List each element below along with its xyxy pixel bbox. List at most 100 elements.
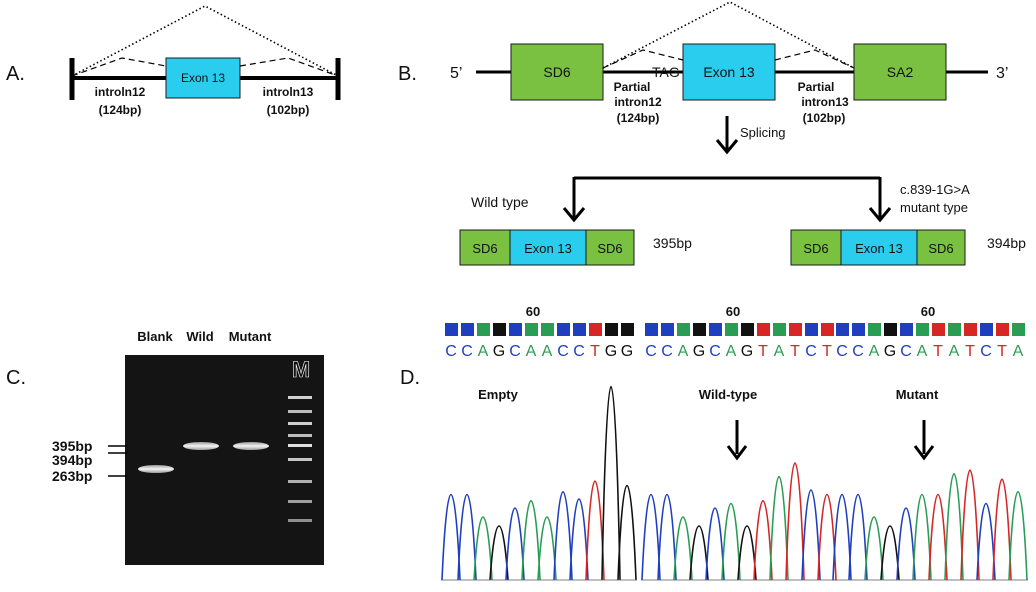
- chromatogram-peak: [992, 478, 1012, 581]
- wild-sd6-right-label: SD6: [597, 241, 622, 256]
- splice-arc-dotted-b: [602, 1, 855, 69]
- base-letter: A: [526, 343, 537, 360]
- splice-arc-dashed-right-a: [239, 57, 339, 77]
- base-letter: T: [790, 343, 800, 360]
- base-color-square: [996, 323, 1009, 336]
- base-letter: A: [869, 343, 880, 360]
- chromatogram-peak: [928, 493, 948, 581]
- chromatogram-peak: [473, 516, 493, 581]
- sd6-label: SD6: [543, 64, 570, 80]
- band-263bp-blank: [138, 465, 174, 473]
- chromatogram-peak: [457, 493, 477, 581]
- chromatogram-peak: [585, 480, 605, 581]
- chromatogram-peak: [864, 516, 884, 581]
- wild-exon13-label: Exon 13: [524, 241, 572, 256]
- base-letter: T: [997, 343, 1007, 360]
- base-color-square: [836, 323, 849, 336]
- chromatogram-peak: [976, 503, 996, 581]
- base-color-square: [557, 323, 570, 336]
- base-letter: C: [557, 343, 569, 360]
- base-letter: A: [774, 343, 785, 360]
- partial-intron12-size: (124bp): [617, 111, 660, 125]
- base-color-square: [884, 323, 897, 336]
- base-letter: T: [590, 343, 600, 360]
- lane-label-wild: Wild: [186, 329, 213, 344]
- wild-sd6-left-box: [459, 229, 511, 266]
- base-color-square: [948, 323, 961, 336]
- size-label-394bp: 394bp: [52, 452, 92, 468]
- base-color-square: [725, 323, 738, 336]
- mutation-arrow-mutant-head: [913, 445, 935, 461]
- chromatogram-peak: [657, 493, 677, 581]
- base-letter: A: [726, 343, 737, 360]
- chromatogram-trace: [641, 462, 837, 581]
- panel-c: C. Blank Wild Mutant M 395bp 394bp 263bp: [6, 329, 324, 565]
- base-color-square: [741, 323, 754, 336]
- size-label-263bp: 263bp: [52, 468, 92, 484]
- mutant-sd6-left-box: [790, 229, 842, 266]
- base-letter: A: [1013, 343, 1024, 360]
- sd6-box: [510, 43, 604, 101]
- chromatogram-peak: [617, 485, 637, 581]
- base-color-square: [900, 323, 913, 336]
- splicing-arrow-head: [715, 139, 739, 155]
- ladder-band: [288, 434, 312, 437]
- chromatogram-trace: [441, 386, 637, 581]
- ladder-band: [288, 444, 312, 447]
- base-color-square: [757, 323, 770, 336]
- mutant-branch-arrowhead: [868, 207, 892, 223]
- panel-label-d: D.: [400, 367, 420, 389]
- splice-arc-dashed-right-b: [774, 49, 855, 69]
- position-label-wild: 60: [726, 304, 740, 319]
- trace-label-wild: Wild-type: [699, 387, 757, 402]
- base-color-square: [964, 323, 977, 336]
- splicing-label: Splicing: [740, 125, 786, 140]
- partial-intron13-line2: intron13: [801, 95, 849, 109]
- ladder-band: [288, 500, 312, 503]
- intron13-size-a: (102bp): [267, 103, 310, 117]
- lane-label-mutant: Mutant: [229, 329, 272, 344]
- band-395bp-wild: [183, 442, 219, 450]
- panel-b: B. 5’ 3’ SD6 Exon 13 SA2 TAG Partial int…: [398, 1, 1026, 266]
- chromatogram-peak: [944, 472, 964, 581]
- exon-13-label-b: Exon 13: [703, 64, 755, 80]
- sa2-box: [853, 43, 947, 101]
- partial-intron12-line2: intron12: [614, 95, 662, 109]
- chromatogram-peak: [880, 525, 900, 581]
- base-letter: C: [509, 343, 521, 360]
- base-color-square: [980, 323, 993, 336]
- intron12-size-a: (124bp): [99, 103, 142, 117]
- chromatogram-peak: [896, 507, 916, 581]
- base-color-square: [932, 323, 945, 336]
- chromatogram-peak: [769, 476, 789, 581]
- splice-arc-dashed-left-a: [71, 57, 167, 77]
- base-color-square: [709, 323, 722, 336]
- base-color-square: [541, 323, 554, 336]
- base-letter: C: [461, 343, 473, 360]
- ladder-band: [288, 422, 312, 425]
- base-letter: C: [709, 343, 721, 360]
- mutant-product: SD6 Exon 13 SD6 394bp: [790, 229, 1026, 266]
- ladder-band: [288, 410, 312, 413]
- base-letter: T: [822, 343, 832, 360]
- base-letter: C: [836, 343, 848, 360]
- base-color-square: [916, 323, 929, 336]
- chromatogram-peak: [912, 493, 932, 581]
- ladder-band: [288, 519, 312, 522]
- lane-label-blank: Blank: [137, 329, 173, 344]
- mutant-sd6-left-label: SD6: [803, 241, 828, 256]
- size-label-395bp: 395bp: [52, 438, 92, 454]
- base-color-square: [525, 323, 538, 336]
- base-color-square: [493, 323, 506, 336]
- mutant-exon13-label: Exon 13: [855, 241, 903, 256]
- ladder-band: [288, 480, 312, 483]
- base-letter: C: [852, 343, 864, 360]
- base-letter: C: [900, 343, 912, 360]
- base-color-square: [477, 323, 490, 336]
- base-color-square: [821, 323, 834, 336]
